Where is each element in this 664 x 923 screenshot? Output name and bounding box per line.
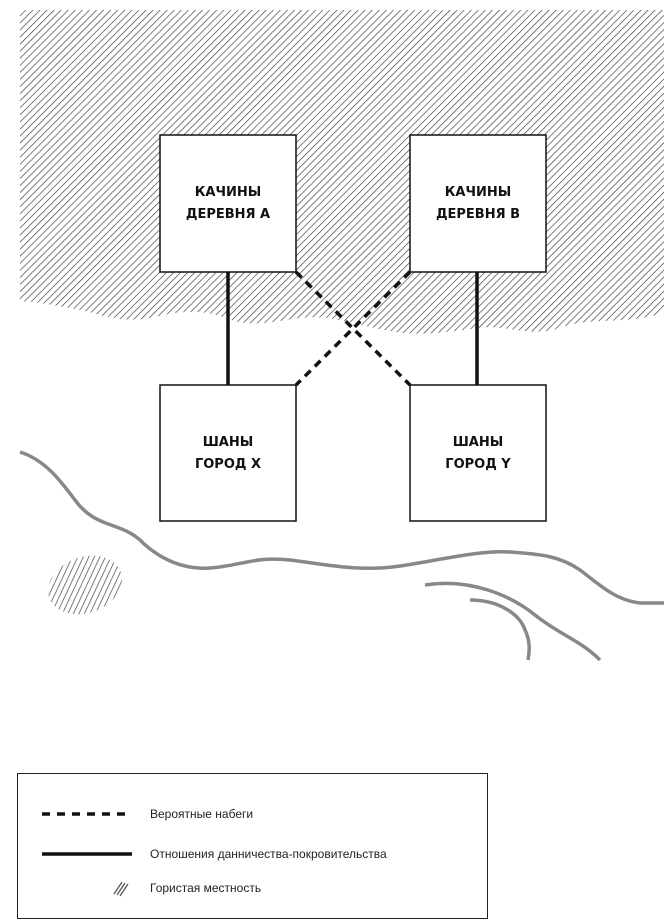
mountain-region bbox=[20, 10, 664, 334]
node-x-line1: ШАНЫ bbox=[203, 435, 253, 450]
raid-line-a-y bbox=[294, 270, 412, 387]
hill-patch bbox=[48, 555, 122, 615]
dashed-line-icon bbox=[42, 812, 132, 816]
node-x-line2: ГОРОД Х bbox=[195, 457, 261, 472]
node-a-line1: КАЧИНЫ bbox=[195, 185, 261, 200]
node-y-line2: ГОРОД Y bbox=[445, 457, 511, 472]
solid-line-icon bbox=[42, 852, 132, 856]
legend-tribute-label: Отношения данничества-покровительства bbox=[150, 847, 387, 861]
node-shan-town-x: ШАНЫ ГОРОД Х bbox=[159, 384, 297, 522]
legend-mountains-label: Гористая местность bbox=[150, 881, 262, 895]
node-shan-town-y: ШАНЫ ГОРОД Y bbox=[409, 384, 547, 522]
node-b-line1: КАЧИНЫ bbox=[445, 185, 511, 200]
river bbox=[19, 450, 664, 605]
legend-row-raids: Вероятные набеги bbox=[18, 804, 487, 824]
node-a-line2: ДЕРЕВНЯ А bbox=[186, 207, 270, 222]
node-y-line1: ШАНЫ bbox=[453, 435, 503, 450]
river-branch-1 bbox=[424, 581, 602, 662]
hatch-swatch-icon bbox=[113, 881, 129, 897]
node-kachin-village-a: КАЧИНЫ ДЕРЕВНЯ А bbox=[159, 134, 297, 273]
legend-row-tribute: Отношения данничества-покровительства bbox=[18, 844, 487, 864]
diagram-canvas: КАЧИНЫ ДЕРЕВНЯ А КАЧИНЫ ДЕРЕВНЯ В ШАНЫ Г… bbox=[19, 10, 664, 662]
river-branch-2 bbox=[469, 598, 531, 661]
node-b-line2: ДЕРЕВНЯ В bbox=[436, 207, 520, 222]
legend-row-mountains: Гористая местность bbox=[18, 878, 487, 898]
node-kachin-village-b: КАЧИНЫ ДЕРЕВНЯ В bbox=[409, 134, 547, 273]
raid-line-b-x bbox=[294, 270, 412, 387]
legend: Вероятные набеги Отношения данничества-п… bbox=[17, 773, 488, 919]
legend-raids-label: Вероятные набеги bbox=[150, 807, 254, 821]
